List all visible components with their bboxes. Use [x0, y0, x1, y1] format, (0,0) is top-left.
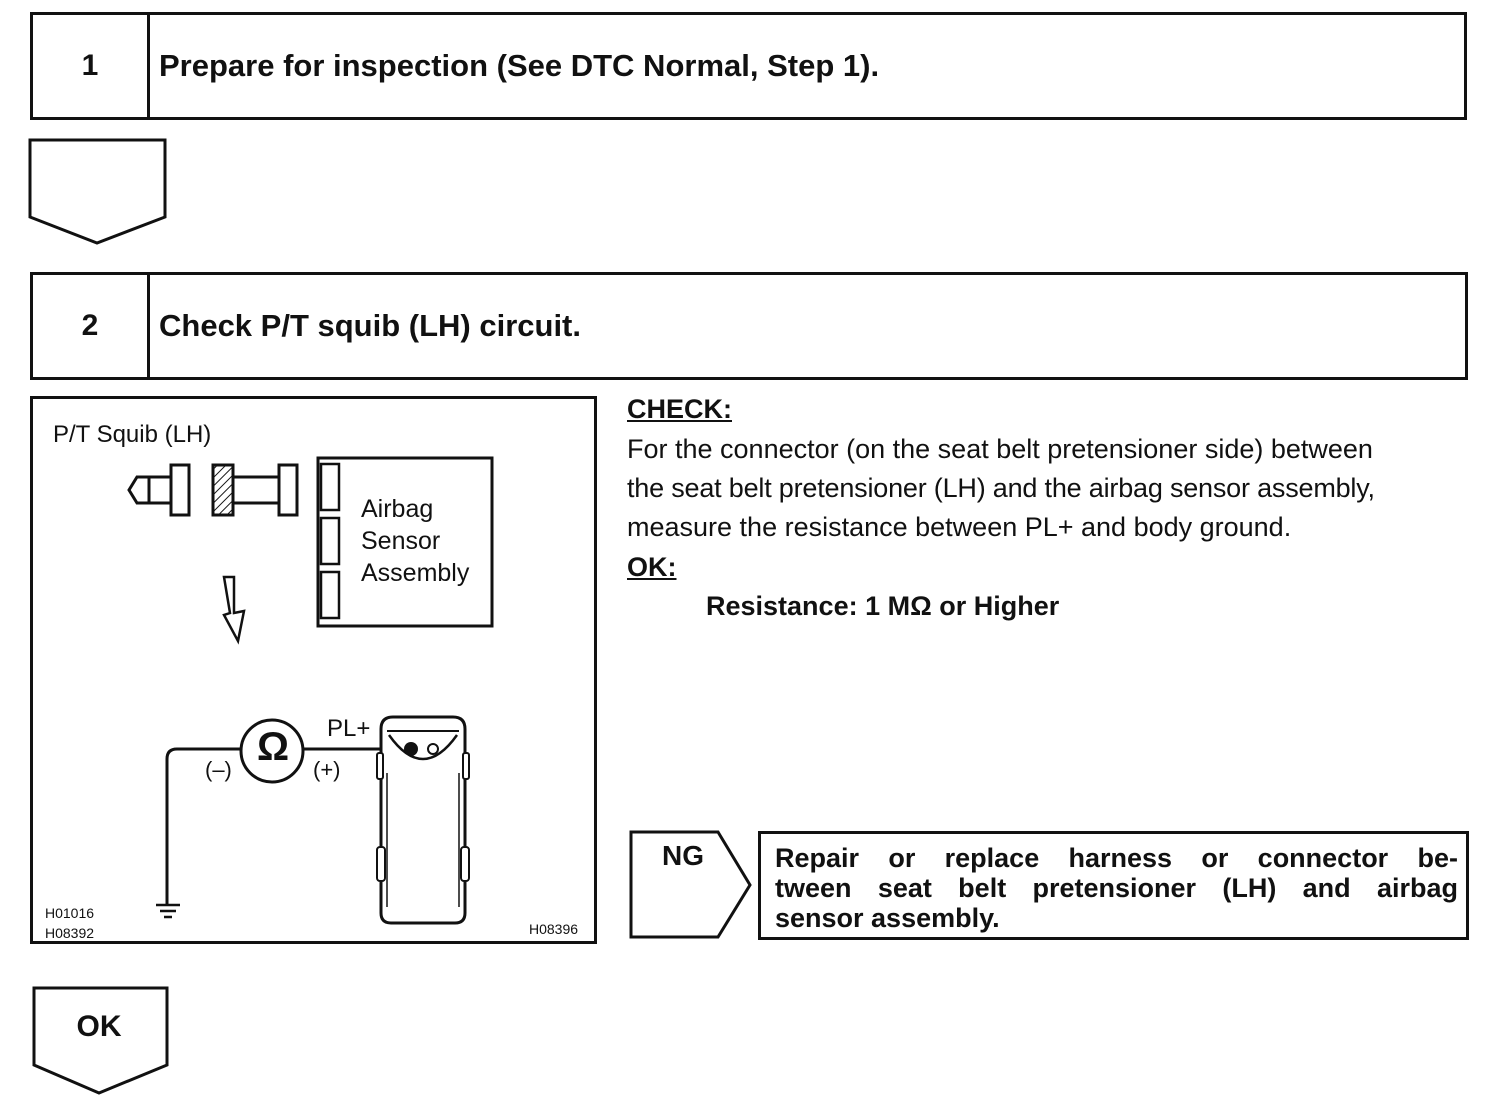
ng-label: NG	[662, 840, 704, 871]
sensor-label-line-3: Assembly	[361, 559, 470, 587]
sensor-label-line-1: Airbag	[361, 495, 434, 523]
vehicle-icon	[376, 715, 470, 925]
check-heading: CHECK:	[627, 394, 732, 424]
ng-action-box: Repair or replace harness or connector b…	[758, 831, 1469, 940]
ng-action-line-1: Repair or replace harness or connector b…	[775, 843, 1458, 873]
ng-action-line-2: tween seat belt pretensioner (LH) and ai…	[775, 873, 1458, 903]
check-line-2: the seat belt pretensioner (LH) and the …	[627, 473, 1375, 503]
sensor-label-line-2: Sensor	[361, 527, 441, 555]
step-2-box: 2 Check P/T squib (LH) circuit.	[30, 272, 1468, 380]
ok-flow-label: OK	[76, 1010, 122, 1043]
step-1-box: 1 Prepare for inspection (See DTC Normal…	[30, 12, 1467, 120]
terminal-label: PL+	[327, 715, 371, 742]
wiring-figure: P/T Squib (LH) Airbag Sensor Assembly	[30, 396, 597, 944]
ohm-symbol: Ω	[256, 725, 290, 769]
connector-icon	[127, 463, 299, 517]
ok-arrow-icon	[32, 986, 169, 1095]
resistance-spec: Resistance: 1 MΩ or Higher	[706, 591, 1060, 621]
figure-code-left-1: H01016	[45, 905, 95, 921]
step-2-number: 2	[33, 275, 150, 377]
step-2-title: Check P/T squib (LH) circuit.	[159, 308, 581, 343]
flow-arrow-icon	[28, 138, 167, 245]
step-1-number: 1	[33, 15, 150, 117]
step-1-title: Prepare for inspection (See DTC Normal, …	[159, 48, 880, 83]
figure-code-left-2: H08392	[45, 925, 95, 941]
airbag-sensor-box	[316, 456, 494, 628]
down-arrow-icon	[222, 575, 246, 645]
ng-action-line-3: sensor assembly.	[775, 903, 1000, 933]
ground-icon	[156, 903, 180, 919]
ok-heading: OK:	[627, 552, 677, 582]
figure-code-right: H08396	[529, 921, 579, 937]
ohmmeter-icon	[239, 718, 305, 784]
squib-label: P/T Squib (LH)	[53, 421, 212, 448]
minus-label: (–)	[205, 757, 232, 782]
plus-label: (+)	[313, 757, 341, 782]
check-line-3: measure the resistance between PL+ and b…	[627, 512, 1292, 542]
ng-arrow-icon	[629, 830, 752, 939]
check-line-1: For the connector (on the seat belt pret…	[627, 434, 1373, 464]
